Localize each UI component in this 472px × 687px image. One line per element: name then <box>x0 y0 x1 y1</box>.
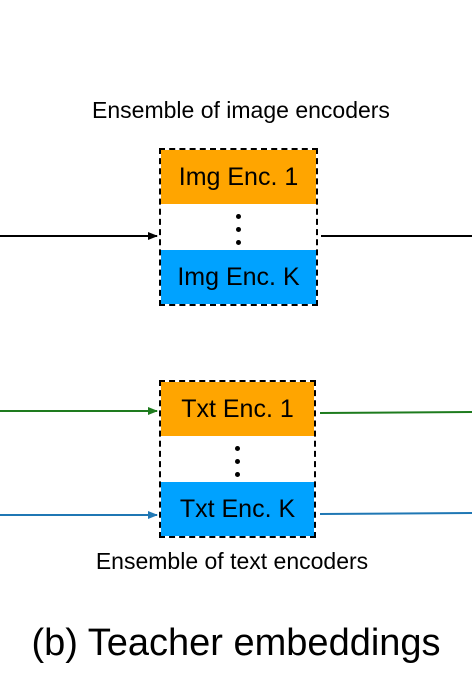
image-encoder-last: Img Enc. K <box>161 250 316 304</box>
text-ensemble-title: Ensemble of text encoders <box>95 548 369 574</box>
text-output-line-last <box>319 512 472 515</box>
figure-caption: (b) Teacher embeddings <box>31 622 441 664</box>
text-encoder-last: Txt Enc. K <box>161 482 314 536</box>
text-encoder-first: Txt Enc. 1 <box>161 382 314 436</box>
text-output-line-first <box>319 411 472 414</box>
image-ensemble-title: Ensemble of image encoders <box>92 97 390 123</box>
text-encoder-ensemble: Txt Enc. 1 Txt Enc. K <box>159 380 316 538</box>
image-encoder-first: Img Enc. 1 <box>161 150 316 204</box>
image-encoder-ensemble: Img Enc. 1 Img Enc. K <box>159 148 318 306</box>
